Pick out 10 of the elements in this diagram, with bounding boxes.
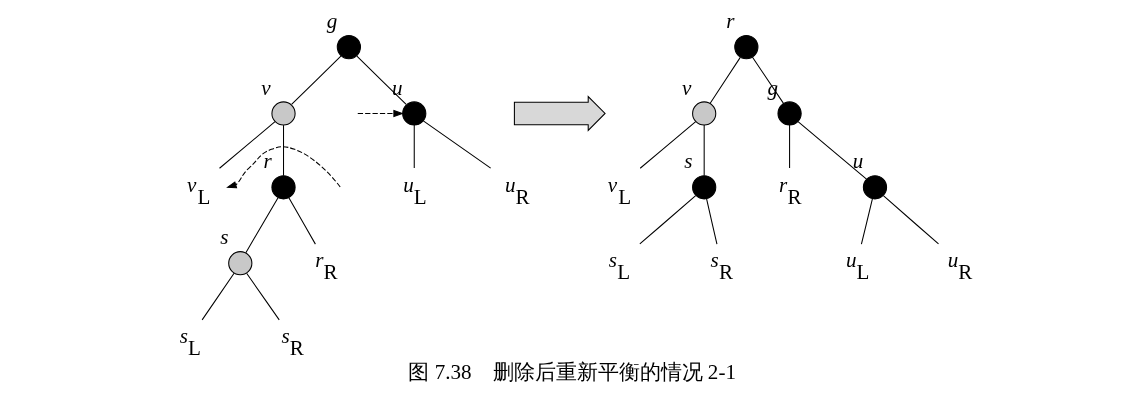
node-label: g [326, 9, 337, 34]
node-label: r [262, 149, 272, 174]
node-label: v [681, 75, 691, 100]
node-label: u [391, 75, 403, 100]
node-label: r [725, 9, 735, 34]
node-label: u [852, 149, 863, 174]
node-label: s [219, 225, 228, 250]
node-label: s [683, 149, 692, 174]
node-label: v [260, 75, 271, 100]
caption: 图 7.38 删除后重新平衡的情况 2-1 [407, 360, 736, 385]
